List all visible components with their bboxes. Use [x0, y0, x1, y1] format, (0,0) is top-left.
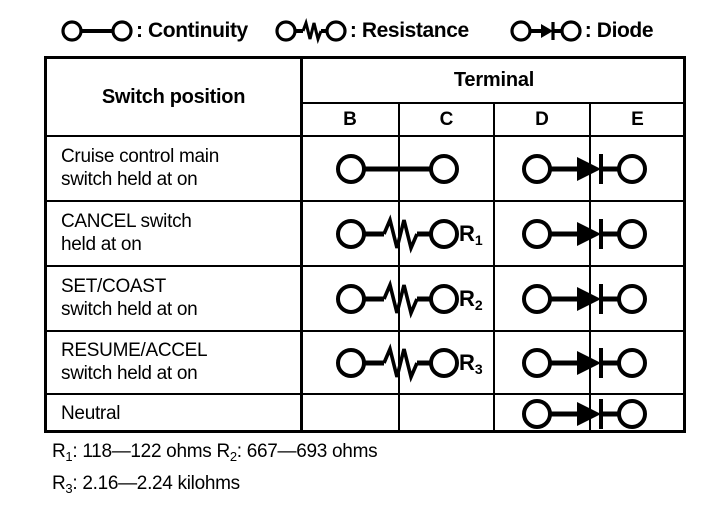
row-label-line1: RESUME/ACCEL: [61, 340, 208, 361]
row-divider-2: [47, 265, 683, 267]
footnote-r1-subscript: 1: [65, 449, 73, 464]
resistor-label: R3: [459, 350, 483, 377]
resistor-label: R1: [459, 221, 483, 248]
table-row: Cruise control main switch held at on: [61, 137, 301, 199]
diode-symbol-icon: [522, 219, 647, 249]
diode-symbol-icon: [510, 20, 582, 42]
legend: : Continuity : Resistance : Diode: [60, 13, 690, 49]
legend-label-resistance: : Resistance: [349, 19, 469, 42]
switch-continuity-table: Switch position Terminal B C D E Cruise …: [44, 56, 686, 433]
footnote-r2-subscript: 2: [229, 449, 237, 464]
row-label-line2: switch held at on: [61, 363, 198, 384]
resistance-symbol-icon: [275, 18, 347, 44]
row-divider-4: [47, 393, 683, 395]
footnotes: R1: 118—122 ohms R2: 667—693 ohms R3: 2.…: [52, 438, 692, 502]
row-divider-1: [47, 200, 683, 202]
table-row: Neutral: [61, 395, 301, 432]
legend-label-diode: : Diode: [584, 19, 654, 42]
row-label-line1: Cruise control main: [61, 146, 219, 167]
legend-item-resistance: : Resistance: [274, 18, 469, 44]
table-row: CANCEL switch held at on: [61, 202, 301, 264]
header-terminal-group: Terminal: [453, 69, 535, 91]
row-divider-3: [47, 330, 683, 332]
resistance-symbol-icon: [336, 214, 459, 254]
resistor-label-subscript: 1: [474, 232, 483, 248]
row-label-line1: SET/COAST: [61, 276, 166, 297]
continuity-symbol-icon: [61, 20, 133, 42]
legend-item-continuity: : Continuity: [60, 18, 248, 44]
diode-symbol-icon: [522, 348, 647, 378]
header-switch-position: Switch position: [101, 85, 246, 108]
legend-item-diode: : Diode: [509, 18, 654, 44]
header-terminal-b: B: [343, 108, 357, 130]
footnote-r3-value: : 2.16—2.24 kilohms: [72, 473, 240, 494]
footnote-line-2: R3: 2.16—2.24 kilohms: [52, 470, 692, 502]
header-terminal-e: E: [631, 108, 644, 130]
footnote-r2-value: : 667—693 ohms: [236, 441, 378, 462]
footnote-r2-name: R: [216, 441, 230, 462]
footnote-line-1: R1: 118—122 ohms R2: 667—693 ohms: [52, 438, 692, 470]
row-divider-terminal-letters: [300, 102, 683, 104]
row-label-line2: switch held at on: [61, 299, 198, 320]
resistor-label-subscript: 3: [474, 361, 483, 377]
footnote-r3-subscript: 3: [65, 481, 73, 496]
resistor-label-text: R: [459, 286, 475, 311]
table-row: SET/COAST switch held at on: [61, 267, 301, 329]
diode-symbol-icon: [522, 284, 647, 314]
footnote-r1-name: R: [52, 441, 66, 462]
diode-symbol-icon: [522, 399, 647, 429]
resistance-symbol-icon: [336, 279, 459, 319]
footnote-r1-value: : 118—122 ohms: [72, 441, 217, 462]
row-label-line1: Neutral: [61, 403, 121, 424]
legend-label-continuity: : Continuity: [136, 19, 248, 42]
header-terminal-c: C: [439, 108, 454, 130]
row-divider-header-body: [47, 135, 683, 137]
row-label-line2: held at on: [61, 234, 142, 255]
header-terminal-d: D: [535, 108, 549, 130]
diode-symbol-icon: [522, 154, 647, 184]
continuity-symbol-icon: [336, 154, 459, 184]
resistance-symbol-icon: [336, 343, 459, 383]
resistor-label: R2: [459, 286, 483, 313]
resistor-label-text: R: [459, 350, 475, 375]
row-label-line1: CANCEL switch: [61, 211, 192, 232]
resistor-label-subscript: 2: [474, 297, 483, 313]
footnote-r3-name: R: [52, 473, 66, 494]
row-label-line2: switch held at on: [61, 169, 198, 190]
resistor-label-text: R: [459, 221, 475, 246]
column-divider-switch-terminal: [300, 59, 303, 430]
table-row: RESUME/ACCEL switch held at on: [61, 332, 301, 392]
